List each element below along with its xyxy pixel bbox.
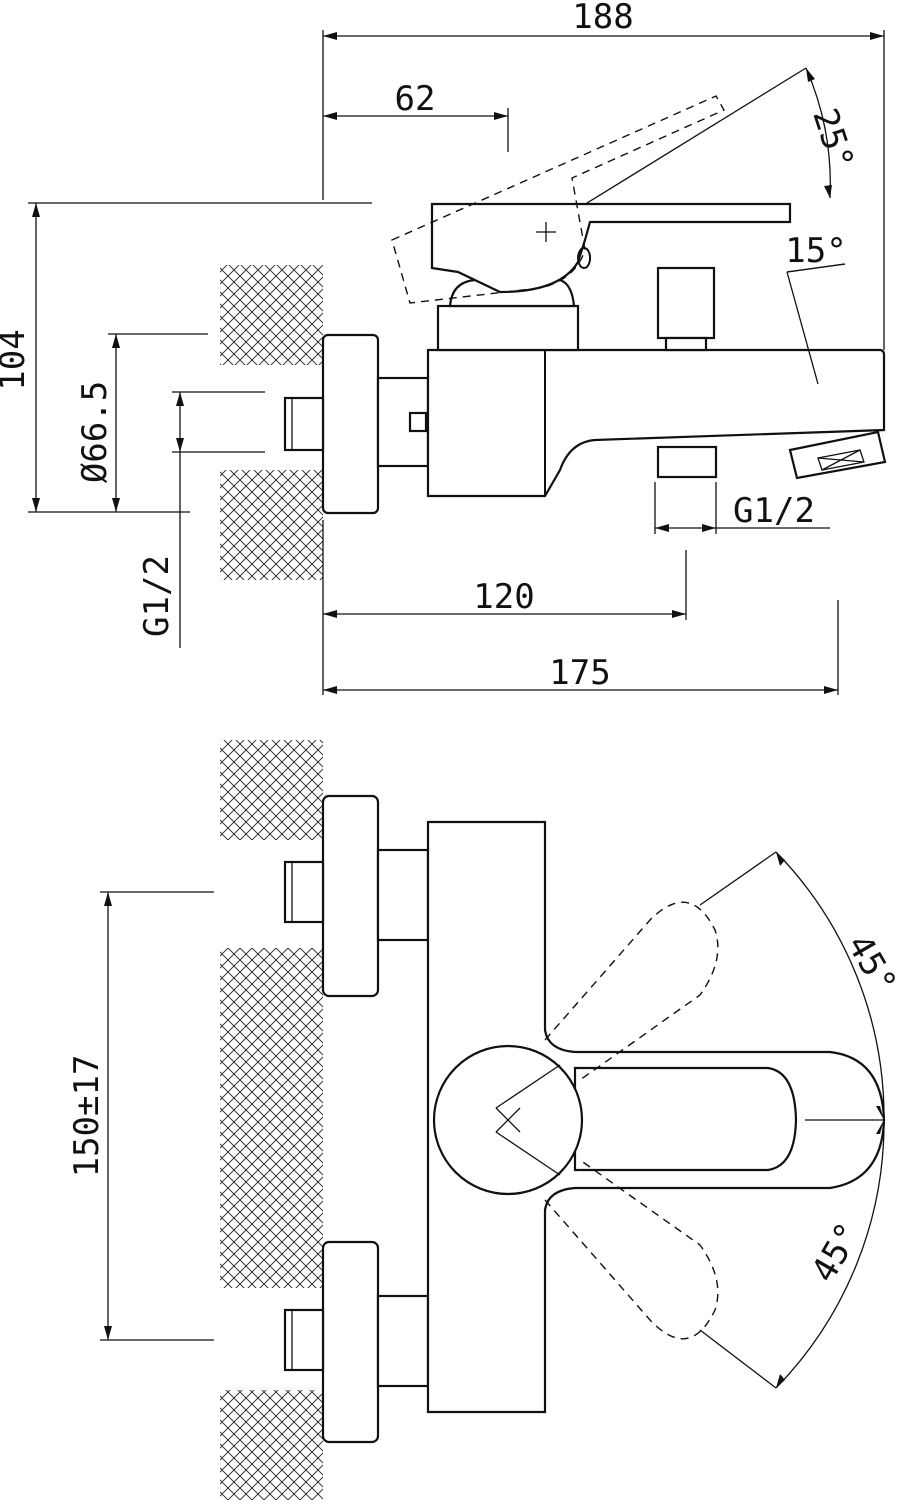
top-view: 45° 45° 150±17 (67, 740, 899, 1500)
dim-overall-width: 188 (572, 0, 633, 37)
dim-rotation-upper: 45° (839, 928, 899, 1001)
dim-outlet-thread: G1/2 (733, 491, 815, 531)
dim-spout-angle: 15° (785, 231, 846, 271)
dim-center-distance: 150±17 (67, 1055, 107, 1178)
dim-depth: 175 (549, 653, 610, 693)
wall-hatch-top-1 (220, 740, 323, 840)
wall-hatch-upper (220, 265, 323, 365)
dim-handle-offset: 62 (395, 79, 436, 119)
dim-outlet-distance: 120 (473, 577, 534, 617)
wall-hatch-lower (220, 470, 323, 580)
dim-flange-diameter: Ø66.5 (75, 381, 115, 483)
wall-hatch-top-2 (220, 948, 323, 1288)
wall-hatch-top-3 (220, 1390, 323, 1500)
dim-rotation-lower: 45° (804, 1216, 869, 1289)
side-view: 188 62 25° 104 Ø66.5 G1/2 (0, 0, 887, 695)
dim-height: 104 (0, 329, 33, 390)
dim-lever-angle: 25° (804, 104, 861, 175)
dim-inlet-thread: G1/2 (137, 555, 177, 637)
